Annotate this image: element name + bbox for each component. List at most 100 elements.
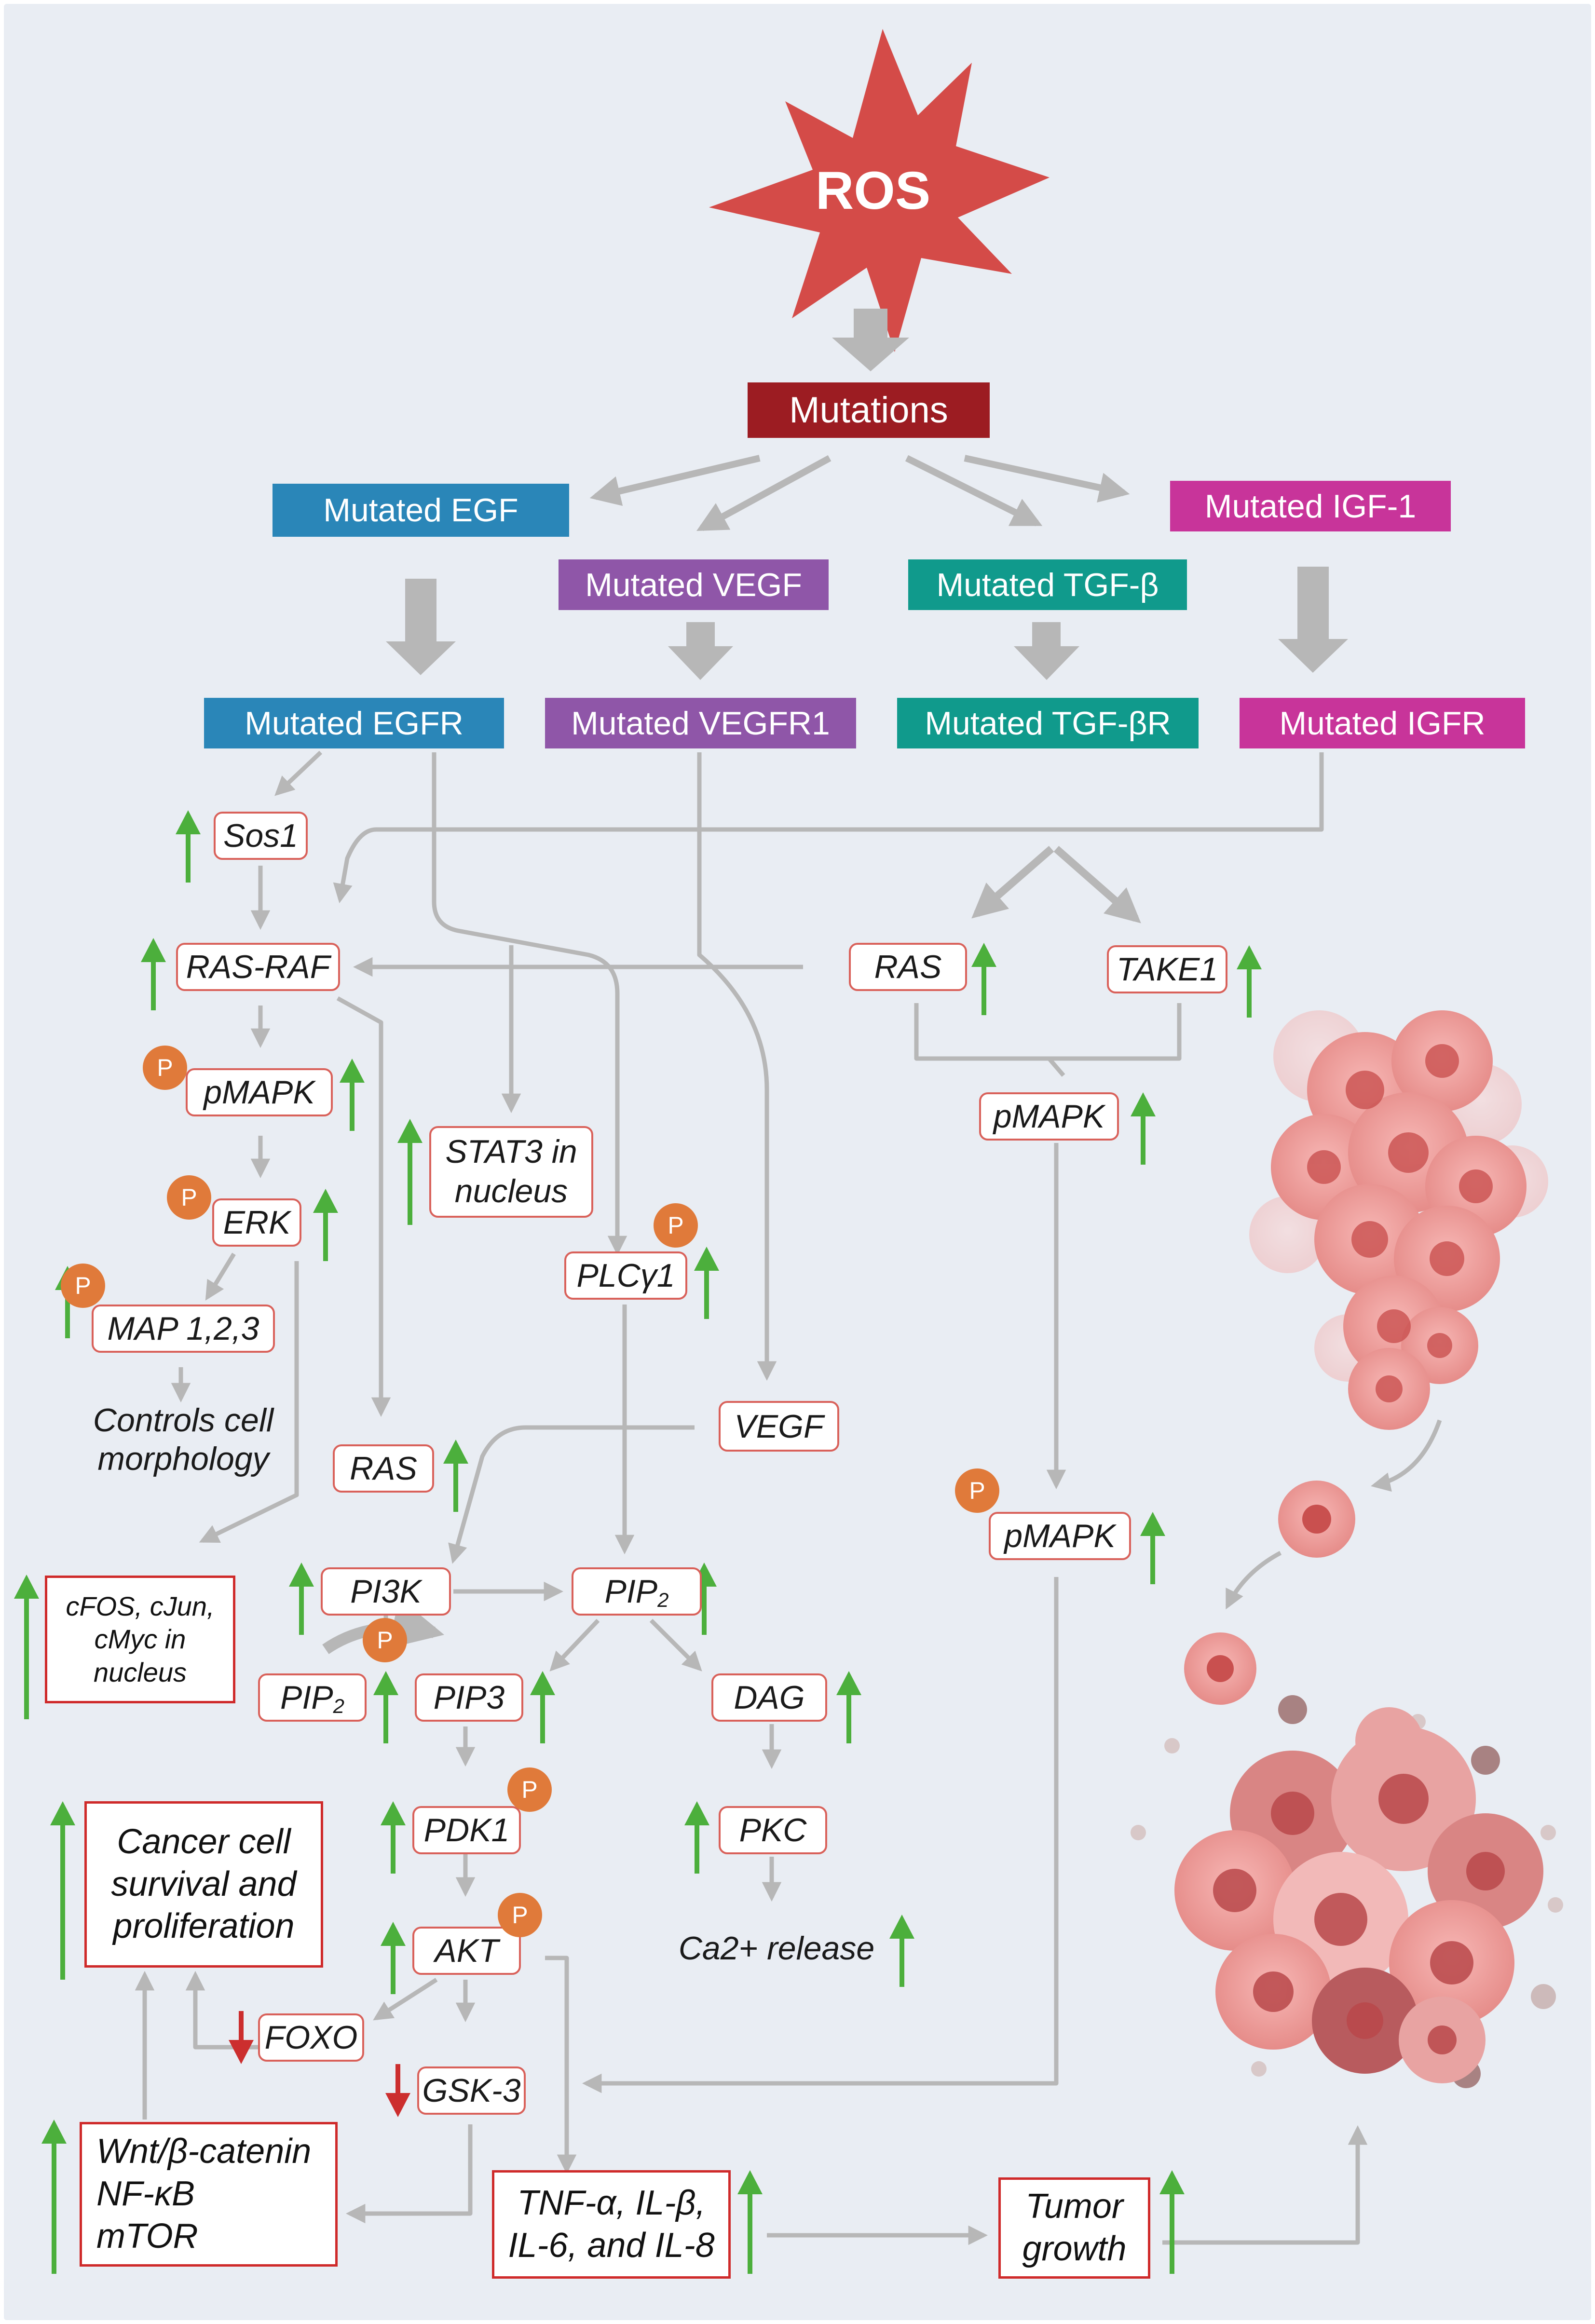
phospho-erk: P <box>167 1175 211 1220</box>
mutated-igf1-box: Mutated IGF-1 <box>1170 481 1451 531</box>
ca2-release-label: Ca2+ release <box>678 1930 875 1967</box>
tumor-line1: Tumor <box>1025 2187 1123 2226</box>
up-arrow-icon <box>141 938 166 1010</box>
up-arrow-icon <box>41 2120 67 2274</box>
tnf-il-box: TNF-α, IL-β, IL-6, and IL-8 <box>492 2170 731 2279</box>
up-arrow-icon <box>50 1801 75 1980</box>
map123-node: MAP 1,2,3 <box>92 1305 275 1353</box>
up-arrow-icon <box>737 2170 763 2274</box>
survival-line2: survival and <box>111 1864 297 1903</box>
gsk3-node: GSK-3 <box>417 2066 526 2115</box>
pmapk-tgf-node: pMAPK <box>979 1092 1119 1141</box>
up-arrow-icon <box>1131 1092 1156 1165</box>
erk-node: ERK <box>212 1198 301 1247</box>
tnf-line1: TNF-α, IL-β, <box>517 2183 706 2222</box>
phospho-pmapk-right: P <box>955 1468 999 1513</box>
wnt-nfkb-mtor-box: Wnt/β-catenin NF-κB mTOR <box>80 2122 338 2267</box>
ros-star-icon <box>709 29 1050 352</box>
pip2-left-subscript: 2 <box>333 1695 344 1717</box>
down-arrow-icon <box>229 2011 254 2064</box>
mutation-fanout-arrows <box>589 455 1130 531</box>
tumor-growth-box: Tumor growth <box>998 2177 1150 2279</box>
sos1-node: Sos1 <box>214 812 308 860</box>
pip3-node: PIP3 <box>415 1673 523 1722</box>
take1-node: TAKE1 <box>1107 945 1227 993</box>
pi3k-node: PI3K <box>321 1567 451 1616</box>
vegf-node: VEGF <box>719 1401 839 1452</box>
stat3-line2: nucleus <box>454 1173 568 1210</box>
up-arrow-icon <box>836 1671 861 1743</box>
phospho-map123: P <box>61 1264 105 1308</box>
cfos-line1: cFOS, cJun, <box>66 1591 215 1622</box>
pmapk-lower-right-node: pMAPK <box>989 1512 1131 1560</box>
ras-tgf-node: RAS <box>849 943 967 991</box>
foxo-node: FOXO <box>258 2013 364 2062</box>
stat3-node: STAT3 in nucleus <box>429 1126 593 1218</box>
ligand-to-receptor-arrows <box>386 567 1348 680</box>
akt-node: AKT <box>412 1927 521 1975</box>
mutated-tgfb-box: Mutated TGF-β <box>908 559 1187 610</box>
dag-node: DAG <box>711 1673 827 1722</box>
up-arrow-icon <box>397 1119 423 1225</box>
pip2-middle-base: PIP <box>604 1573 658 1610</box>
cfos-cjun-cmyc-box: cFOS, cJun, cMyc in nucleus <box>45 1576 235 1703</box>
ras-raf-node: RAS-RAF <box>176 943 340 991</box>
wnt-line1: Wnt/β-catenin <box>96 2132 312 2171</box>
up-arrow-icon <box>313 1189 338 1261</box>
phospho-pdk1: P <box>507 1767 552 1812</box>
up-arrow-icon <box>176 810 201 883</box>
phospho-plcg1: P <box>654 1203 698 1248</box>
up-arrow-icon <box>1237 945 1262 1018</box>
cfos-line2: cMyc in <box>94 1624 186 1655</box>
mutated-egf-box: Mutated EGF <box>273 484 569 537</box>
up-arrow-icon <box>14 1575 39 1719</box>
controls-line1: Controls cell <box>93 1401 274 1439</box>
up-arrow-icon <box>971 943 996 1015</box>
up-arrow-icon <box>289 1563 314 1635</box>
wnt-line3: mTOR <box>96 2216 198 2256</box>
tnf-line2: IL-6, and IL-8 <box>508 2226 715 2265</box>
mutated-vegf-box: Mutated VEGF <box>559 559 829 610</box>
pmapk-left-node: pMAPK <box>186 1068 333 1116</box>
ros-to-mutations-arrow <box>832 309 909 371</box>
up-arrow-icon <box>373 1671 398 1743</box>
mutated-vegfr1-box: Mutated VEGFR1 <box>545 698 856 748</box>
ras-pi3k-node: RAS <box>333 1444 434 1493</box>
mutated-igfr-box: Mutated IGFR <box>1240 698 1525 748</box>
pip2-middle-subscript: 2 <box>657 1589 669 1611</box>
mutations-box: Mutations <box>748 382 990 438</box>
pdk1-node: PDK1 <box>412 1806 521 1854</box>
stat3-line1: STAT3 in <box>445 1133 577 1170</box>
ros-label: ROS <box>815 161 931 220</box>
controls-line2: morphology <box>97 1441 269 1477</box>
phospho-pmapk-left: P <box>143 1046 187 1090</box>
up-arrow-icon <box>381 1922 406 1994</box>
up-arrow-icon <box>694 1247 719 1319</box>
wnt-line2: NF-κB <box>96 2175 195 2214</box>
pkc-node: PKC <box>719 1806 827 1854</box>
up-arrow-icon <box>443 1440 468 1512</box>
up-arrow-icon <box>340 1059 365 1131</box>
phospho-pi3k-pip: P <box>363 1618 407 1662</box>
tumor-cells-illustration <box>1131 1010 1563 2088</box>
mutated-tgfbr-box: Mutated TGF-βR <box>897 698 1199 748</box>
up-arrow-icon <box>889 1915 914 1987</box>
survival-line3: proliferation <box>113 1907 295 1946</box>
up-arrow-icon <box>381 1801 406 1874</box>
survival-line1: Cancer cell <box>117 1822 291 1861</box>
cfos-line3: nucleus <box>93 1657 187 1687</box>
up-arrow-icon <box>1140 1512 1165 1584</box>
up-arrow-icon <box>1159 2170 1185 2274</box>
pip2-left-base: PIP <box>280 1679 333 1716</box>
up-arrow-icon <box>684 1801 709 1874</box>
phospho-akt: P <box>498 1893 542 1937</box>
tumor-line2: growth <box>1022 2229 1127 2268</box>
mutated-egfr-box: Mutated EGFR <box>204 698 504 748</box>
down-arrow-icon <box>385 2064 410 2117</box>
plcg1-node: PLCγ1 <box>564 1251 687 1300</box>
pathway-connectors <box>135 750 1442 2245</box>
tgf-split-arrows <box>971 845 1141 924</box>
